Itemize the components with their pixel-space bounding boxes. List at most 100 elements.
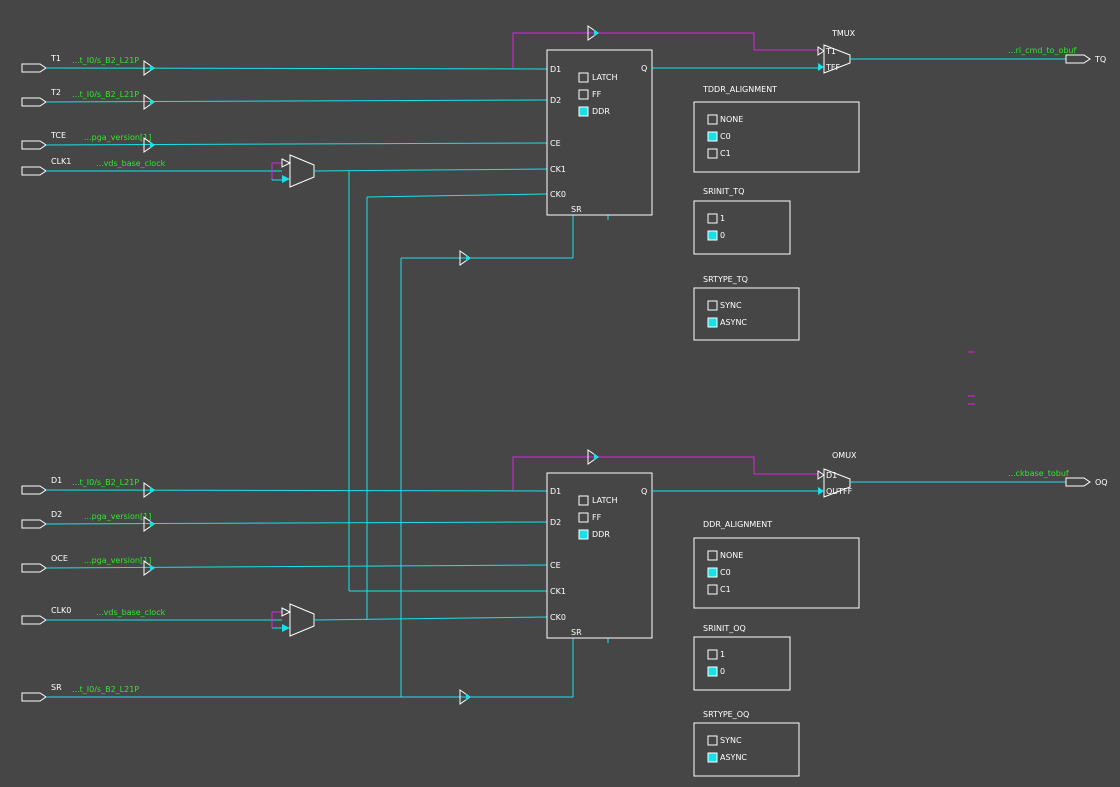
ff-mode-checkbox-latch[interactable] xyxy=(578,72,589,83)
mux-input-arrow-icon xyxy=(282,624,290,632)
buffer-bypass-tmux[interactable] xyxy=(587,25,599,41)
mux-input-d1: D1 xyxy=(826,471,837,480)
option-checkbox-srtype_oq-async[interactable] xyxy=(707,752,718,763)
net-label-oq: ...ckbase_tobuf xyxy=(1008,469,1069,478)
wire xyxy=(45,142,548,146)
wire xyxy=(45,489,548,492)
buffer-tce[interactable] xyxy=(143,137,155,153)
input-port-oce[interactable] xyxy=(21,563,47,573)
ff-pin-q: Q xyxy=(641,487,647,496)
net-label-sr: ...t_I0/s_B2_L21P xyxy=(72,685,139,694)
buffer-oce[interactable] xyxy=(143,560,155,576)
mux-input-arrow-icon xyxy=(818,487,824,495)
option-label-srtype_tq-sync: SYNC xyxy=(720,301,742,310)
input-port-t1[interactable] xyxy=(21,63,47,73)
buffer-sr-upper[interactable] xyxy=(459,250,471,266)
ff-pin-sr: SR xyxy=(571,205,582,214)
flipflop-off[interactable] xyxy=(546,472,653,639)
net-label-oce: ...pga_version[1] xyxy=(84,556,151,565)
net-label-clk0: ...vds_base_clock xyxy=(96,608,166,617)
ff-pin-ck0: CK0 xyxy=(550,613,566,622)
ff-pin-d1: D1 xyxy=(550,487,561,496)
mux-input-t1: T1 xyxy=(825,47,836,56)
inverted-clock-wire xyxy=(272,162,283,164)
input-port-clk1[interactable] xyxy=(21,166,47,176)
mux-input-arrow-icon xyxy=(281,158,292,168)
ff-mode-label-ff: FF xyxy=(592,90,602,99)
output-port-oq[interactable] xyxy=(1065,477,1091,487)
input-port-label-clk0: CLK0 xyxy=(51,606,71,615)
input-port-label-d1: D1 xyxy=(51,476,62,485)
option-label-tddr-none: NONE xyxy=(720,115,743,124)
ff-mode-label-ff: FF xyxy=(592,513,602,522)
option-checkbox-tddr-c0[interactable] xyxy=(707,131,718,142)
buffer-sr-lower[interactable] xyxy=(459,689,471,705)
ff-pin-ck1: CK1 xyxy=(550,587,566,596)
option-checkbox-srtype_oq-sync[interactable] xyxy=(707,735,718,746)
clock-mux-clk1[interactable] xyxy=(289,154,315,188)
option-checkbox-ddr-c0[interactable] xyxy=(707,567,718,578)
input-port-t2[interactable] xyxy=(21,97,47,107)
option-group-title-ddr: DDR_ALIGNMENT xyxy=(703,520,772,529)
ff-mode-checkbox-ff[interactable] xyxy=(578,512,589,523)
buffer-t2[interactable] xyxy=(143,94,155,110)
output-mux-tmux[interactable] xyxy=(823,44,851,74)
input-port-tce[interactable] xyxy=(21,140,47,150)
input-port-label-d2: D2 xyxy=(51,510,62,519)
buffer-bypass-omux[interactable] xyxy=(587,449,599,465)
option-label-srtype_tq-async: ASYNC xyxy=(720,318,747,327)
option-checkbox-srinit_tq-1[interactable] xyxy=(707,213,718,224)
ff-mode-checkbox-ff[interactable] xyxy=(578,89,589,100)
input-port-sr[interactable] xyxy=(21,692,47,702)
buffer-arrow-icon xyxy=(150,65,155,71)
wire xyxy=(45,67,548,70)
option-checkbox-ddr-c1[interactable] xyxy=(707,584,718,595)
input-port-d1[interactable] xyxy=(21,485,47,495)
option-group-srtype_oq xyxy=(693,722,800,777)
wire xyxy=(45,521,548,525)
output-mux-omux[interactable] xyxy=(823,468,851,498)
option-group-srinit_tq xyxy=(693,200,791,255)
option-label-srinit_tq-0: 0 xyxy=(720,231,725,240)
option-checkbox-srinit_tq-0[interactable] xyxy=(707,230,718,241)
input-port-clk0[interactable] xyxy=(21,615,47,625)
buffer-d1[interactable] xyxy=(143,482,155,498)
flipflop-tff[interactable] xyxy=(546,49,653,216)
option-checkbox-tddr-none[interactable] xyxy=(707,114,718,125)
input-port-d2[interactable] xyxy=(21,519,47,529)
option-checkbox-srtype_tq-sync[interactable] xyxy=(707,300,718,311)
mux-input-arrow-icon xyxy=(282,175,290,183)
option-checkbox-tddr-c1[interactable] xyxy=(707,148,718,159)
inverted-clock-wire xyxy=(272,611,283,613)
buffer-d2[interactable] xyxy=(143,516,155,532)
option-label-srinit_tq-1: 1 xyxy=(720,214,725,223)
option-label-srtype_oq-sync: SYNC xyxy=(720,736,742,745)
option-group-tddr xyxy=(693,101,860,173)
option-checkbox-srtype_tq-async[interactable] xyxy=(707,317,718,328)
mux-input-arrow-icon xyxy=(281,607,292,617)
option-checkbox-srinit_oq-1[interactable] xyxy=(707,649,718,660)
option-group-title-tddr: TDDR_ALIGNMENT xyxy=(702,85,777,94)
option-label-ddr-c0: C0 xyxy=(720,568,731,577)
ff-mode-checkbox-latch[interactable] xyxy=(578,495,589,506)
ff-pin-ce: CE xyxy=(550,561,561,570)
option-checkbox-ddr-none[interactable] xyxy=(707,550,718,561)
option-group-title-srinit_oq: SRINIT_OQ xyxy=(703,624,746,633)
wire xyxy=(313,168,548,172)
buffer-arrow-icon xyxy=(150,565,155,571)
option-checkbox-srinit_oq-0[interactable] xyxy=(707,666,718,677)
output-port-label-tq: TQ xyxy=(1094,55,1106,64)
wire xyxy=(45,564,548,569)
bypass-wire-omux xyxy=(512,456,818,490)
output-port-tq[interactable] xyxy=(1065,54,1091,64)
option-label-tddr-c1: C1 xyxy=(720,149,731,158)
ff-mode-checkbox-ddr[interactable] xyxy=(578,529,589,540)
ff-pin-d1: D1 xyxy=(550,65,561,74)
ff-mode-checkbox-ddr[interactable] xyxy=(578,106,589,117)
clock-mux-clk0[interactable] xyxy=(289,603,315,637)
option-group-ddr xyxy=(693,537,860,609)
net-label-tce: ...pga_version[1] xyxy=(84,133,151,142)
buffer-t1[interactable] xyxy=(143,60,155,76)
output-mux-title-tmux: TMUX xyxy=(831,29,856,38)
